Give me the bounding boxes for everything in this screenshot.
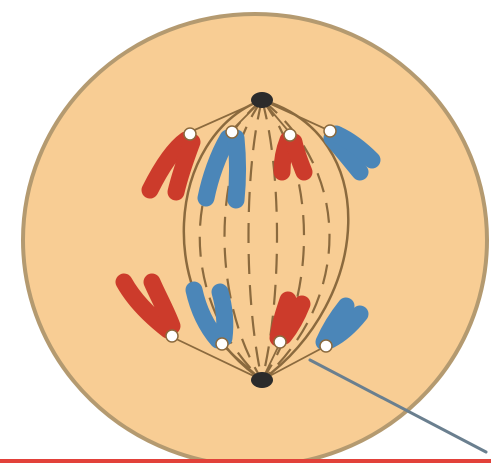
centromere [184, 128, 196, 140]
centromere [226, 126, 238, 138]
centromere [166, 330, 178, 342]
bottom-edge [0, 459, 491, 463]
cell-membrane [23, 14, 487, 463]
centromere [216, 338, 228, 350]
centromere [284, 129, 296, 141]
centromere [320, 340, 332, 352]
chromosome-blue [220, 292, 225, 338]
spindle-pole-top [251, 92, 273, 108]
centromere [324, 125, 336, 137]
chromosome-red [294, 142, 304, 172]
spindle-pole-bottom [251, 372, 273, 388]
chromosome-blue [236, 138, 238, 200]
centromere [274, 336, 286, 348]
